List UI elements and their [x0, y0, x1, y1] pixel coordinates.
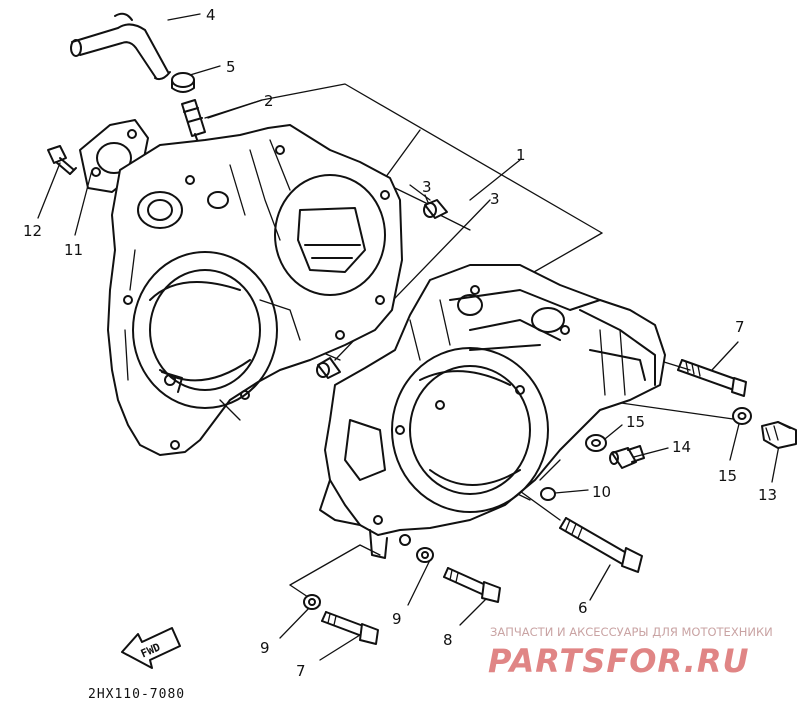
washer-9-left-part [303, 594, 321, 610]
callout-12: 12 [23, 222, 42, 240]
clamp-part [171, 72, 195, 93]
gasket-plate-part [79, 119, 149, 193]
callout-7-upper: 7 [735, 318, 745, 336]
callout-4: 4 [206, 6, 216, 24]
callout-6: 6 [578, 599, 588, 617]
callout-2: 2 [264, 92, 274, 110]
callout-1: 1 [516, 146, 526, 164]
watermark-tagline: ЗАПЧАСТИ И АКСЕССУАРЫ ДЛЯ МОТОТЕХНИКИ [490, 625, 773, 639]
callout-15-right: 15 [718, 467, 737, 485]
callout-9-right: 9 [392, 610, 402, 628]
callout-10: 10 [592, 483, 611, 501]
washer-15-left-part [585, 434, 607, 452]
callout-7-lower: 7 [296, 662, 306, 680]
part-number-label: 2HX110-7080 [88, 687, 185, 702]
bolt-7-upper-part [677, 359, 747, 397]
watermark: ЗАПЧАСТИ И АКСЕССУАРЫ ДЛЯ МОТОТЕХНИКИ PA… [488, 625, 773, 680]
dowel-pin-upper [423, 199, 448, 219]
callout-9-left: 9 [260, 639, 270, 657]
washer-9-right-part [416, 547, 434, 563]
fwd-arrow-icon: FWD [121, 627, 181, 669]
bolt-12-part [47, 145, 77, 175]
bolt-6-part [559, 517, 643, 573]
callout-3-lower: 3 [490, 190, 500, 208]
dowel-pin-lower [316, 357, 341, 379]
callout-8: 8 [443, 631, 453, 649]
callout-3-upper: 3 [422, 178, 432, 196]
callout-13: 13 [758, 486, 777, 504]
callout-15-left: 15 [626, 413, 645, 431]
bolt-13-part [761, 421, 797, 449]
o-ring-part [540, 487, 556, 501]
left-crankcase-half [107, 124, 403, 456]
hose-part [70, 12, 171, 81]
bolt-14-part [609, 445, 645, 469]
watermark-brand: PARTSFOR.RU [488, 642, 749, 680]
callout-labels: 1 2 3 3 4 5 6 7 7 8 9 9 10 11 12 13 14 1… [23, 6, 777, 680]
washer-15-right-part [732, 407, 752, 425]
bolt-7-lower-part [321, 611, 379, 645]
bolt-8-part [443, 567, 501, 603]
callout-14: 14 [672, 438, 691, 456]
callout-5: 5 [226, 58, 236, 76]
right-crankcase-half [319, 264, 666, 559]
callout-11: 11 [64, 241, 83, 259]
